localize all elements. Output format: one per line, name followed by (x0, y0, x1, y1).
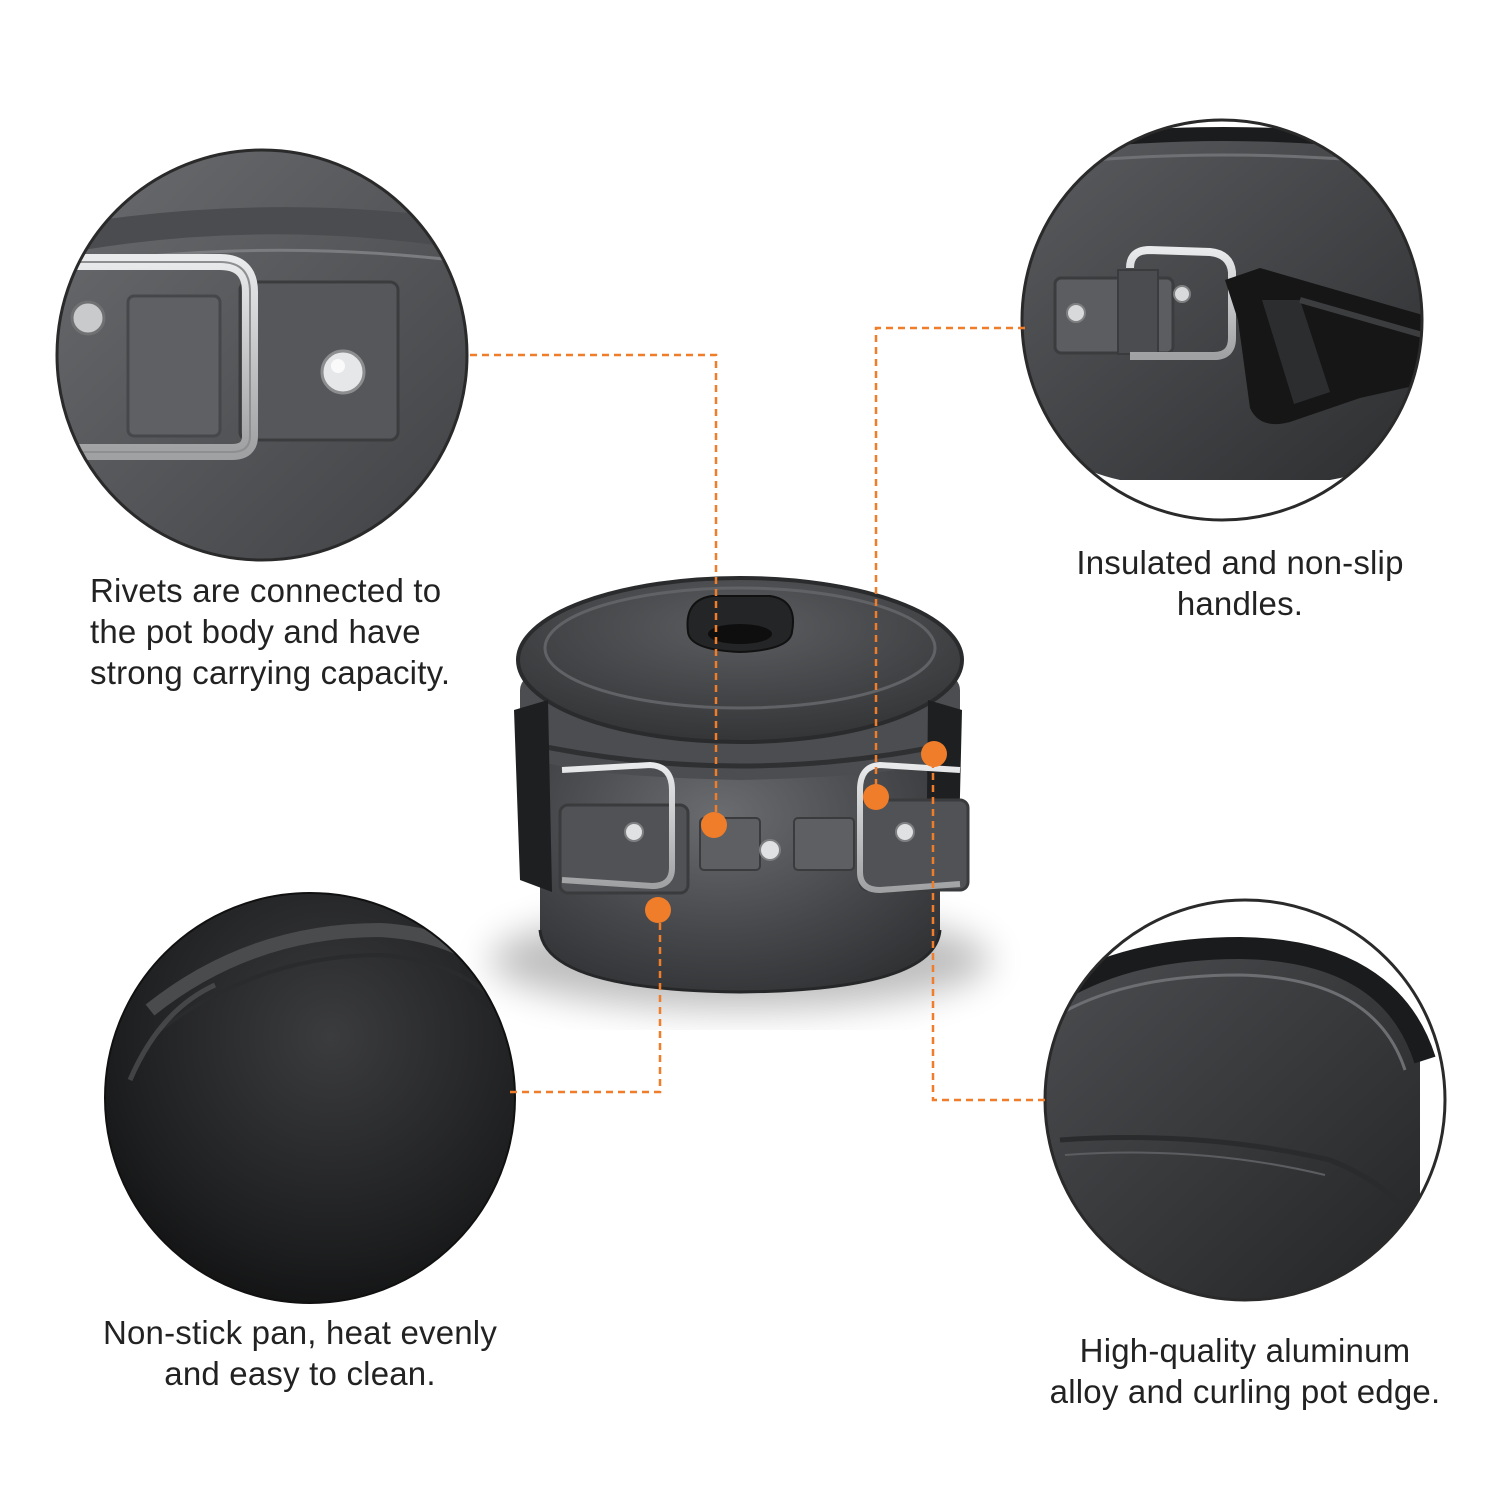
caption-rivets: Rivets are connected to the pot body and… (90, 572, 451, 691)
callout-dot-rivets (701, 812, 727, 838)
callout-line-rivets (470, 353, 718, 822)
zoom-circle-handles (1020, 118, 1424, 522)
camping-pot (490, 576, 990, 1010)
callout-line-nonstick (510, 910, 662, 1094)
callout-line-alloy (931, 755, 1045, 1102)
callout-dot-nonstick (645, 897, 671, 923)
zoom-circle-curling-edge (1043, 898, 1447, 1302)
zoom-circle-rivets (55, 148, 469, 562)
caption-nonstick: Non-stick pan, heat evenly and easy to c… (102, 1314, 498, 1392)
caption-handles: Insulated and non-slip handles. (1076, 544, 1404, 622)
zoom-circle-nonstick-pan (104, 892, 516, 1304)
callout-dot-alloy (921, 741, 947, 767)
callout-line-handles (874, 326, 1025, 795)
callout-dots (645, 741, 947, 923)
callout-dot-handles (863, 784, 889, 810)
caption-alloy: High-quality aluminum alloy and curling … (1049, 1332, 1441, 1410)
callout-lines (470, 326, 1045, 1102)
